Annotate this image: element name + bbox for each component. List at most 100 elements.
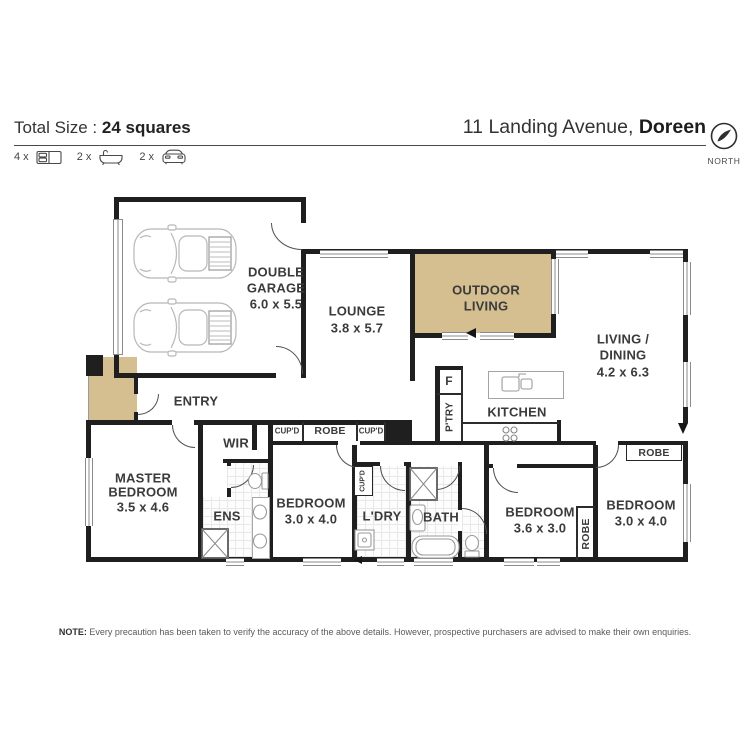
label-laundry: L'DRY: [362, 508, 402, 524]
wall: [683, 407, 688, 423]
label-cupboard: CUP'D: [358, 426, 384, 436]
total-size: Total Size : 24 squares: [14, 118, 191, 138]
window: [320, 250, 388, 258]
header-divider: [14, 145, 706, 146]
wall: [683, 254, 688, 262]
cupboard-box: [354, 466, 373, 496]
label-entry: ENTRY: [173, 393, 219, 409]
label-garage-dims: 6.0 x 5.5: [249, 296, 303, 312]
window: [683, 362, 691, 407]
wall: [301, 197, 306, 223]
window: [504, 558, 534, 566]
wall: [252, 420, 257, 450]
wall: [410, 249, 415, 381]
sliding-door-arrow: [466, 328, 476, 338]
wall: [406, 462, 411, 562]
partition: [437, 393, 463, 395]
label-outdoor: OUTDOOR: [452, 282, 520, 298]
wall: [484, 464, 493, 468]
sliding-door-panel: [442, 332, 468, 340]
wall: [223, 459, 271, 463]
wall: [134, 412, 138, 422]
label-ens: ENS: [213, 508, 241, 524]
window: [650, 250, 683, 258]
label-master-dims: 3.5 x 4.6: [116, 499, 170, 515]
wall: [301, 249, 306, 378]
label-lounge: LOUNGE: [328, 303, 386, 319]
window: [683, 484, 691, 542]
window: [414, 558, 453, 566]
label-cupboard: CUP'D: [274, 426, 300, 436]
wall: [268, 420, 273, 562]
partition: [576, 506, 578, 560]
note-text: Every precaution has been taken to verif…: [89, 627, 692, 637]
door-arc-bed3: [493, 468, 518, 493]
label-cupboard: CUP'D: [359, 470, 367, 492]
partition: [461, 368, 463, 441]
window: [377, 558, 404, 566]
outdoor-living-deck: [415, 254, 551, 333]
label-bed3-dims: 3.6 x 3.0: [513, 520, 567, 536]
label-pantry: P'TRY: [444, 402, 456, 432]
wall: [86, 526, 91, 562]
label-outdoor: LIVING: [463, 298, 509, 314]
bed-count: 4 x: [14, 151, 29, 163]
label-living-dims: 4.2 x 6.3: [596, 364, 650, 380]
wall: [412, 441, 596, 445]
wall-solid-block: [386, 420, 412, 445]
wall: [86, 420, 172, 425]
door-arc-bed2: [336, 445, 359, 468]
sliding-door-arrow: [678, 423, 688, 434]
car-icon: [162, 149, 186, 165]
wall: [618, 441, 683, 445]
wall: [134, 378, 138, 394]
wall: [683, 315, 688, 362]
wall: [114, 353, 119, 378]
car-top-view: [133, 224, 237, 283]
ens-floor: [203, 497, 227, 557]
window: [226, 558, 244, 566]
address: 11 Landing Avenue, Doreen: [463, 116, 706, 139]
wall: [114, 197, 306, 202]
door-arc-entry: [138, 394, 159, 415]
label-robe: ROBE: [638, 447, 670, 459]
door-arc-garage-side: [271, 223, 302, 250]
note-prefix: NOTE:: [58, 627, 87, 637]
label-master: MASTER: [114, 470, 172, 486]
window: [537, 558, 560, 566]
wall: [352, 445, 357, 562]
wall: [551, 249, 556, 259]
wall: [435, 366, 463, 370]
wall: [194, 420, 274, 425]
kitchen-island: [488, 371, 564, 399]
total-size-value: 24 squares: [101, 118, 191, 137]
bath-count: 2 x: [76, 151, 92, 163]
window: [85, 458, 93, 526]
bed-icon: [36, 150, 62, 164]
label-garage: GARAGE: [246, 280, 306, 296]
wall: [551, 314, 556, 335]
compass: NORTH: [707, 121, 741, 166]
wall: [593, 445, 598, 562]
label-garage: DOUBLE: [247, 264, 305, 280]
wall: [114, 373, 276, 378]
window: [556, 250, 588, 258]
compass-label: NORTH: [707, 156, 741, 166]
label-bed2-dims: 3.0 x 4.0: [284, 511, 338, 527]
legend: 4 x 2 x 2 x: [14, 149, 187, 165]
label-kitchen: KITCHEN: [487, 404, 547, 420]
partition: [302, 422, 304, 441]
robe-box: [626, 445, 682, 461]
label-bath: BATH: [423, 509, 459, 525]
wall: [683, 542, 688, 562]
wall: [683, 441, 688, 484]
wall: [458, 531, 462, 562]
wall: [352, 462, 380, 466]
address-street: 11 Landing Avenue,: [462, 116, 634, 138]
ens-vanity: [252, 497, 270, 559]
sliding-door-panel: [480, 332, 514, 340]
label-robe: ROBE: [314, 425, 346, 437]
wall: [268, 441, 338, 445]
wall: [410, 333, 442, 338]
